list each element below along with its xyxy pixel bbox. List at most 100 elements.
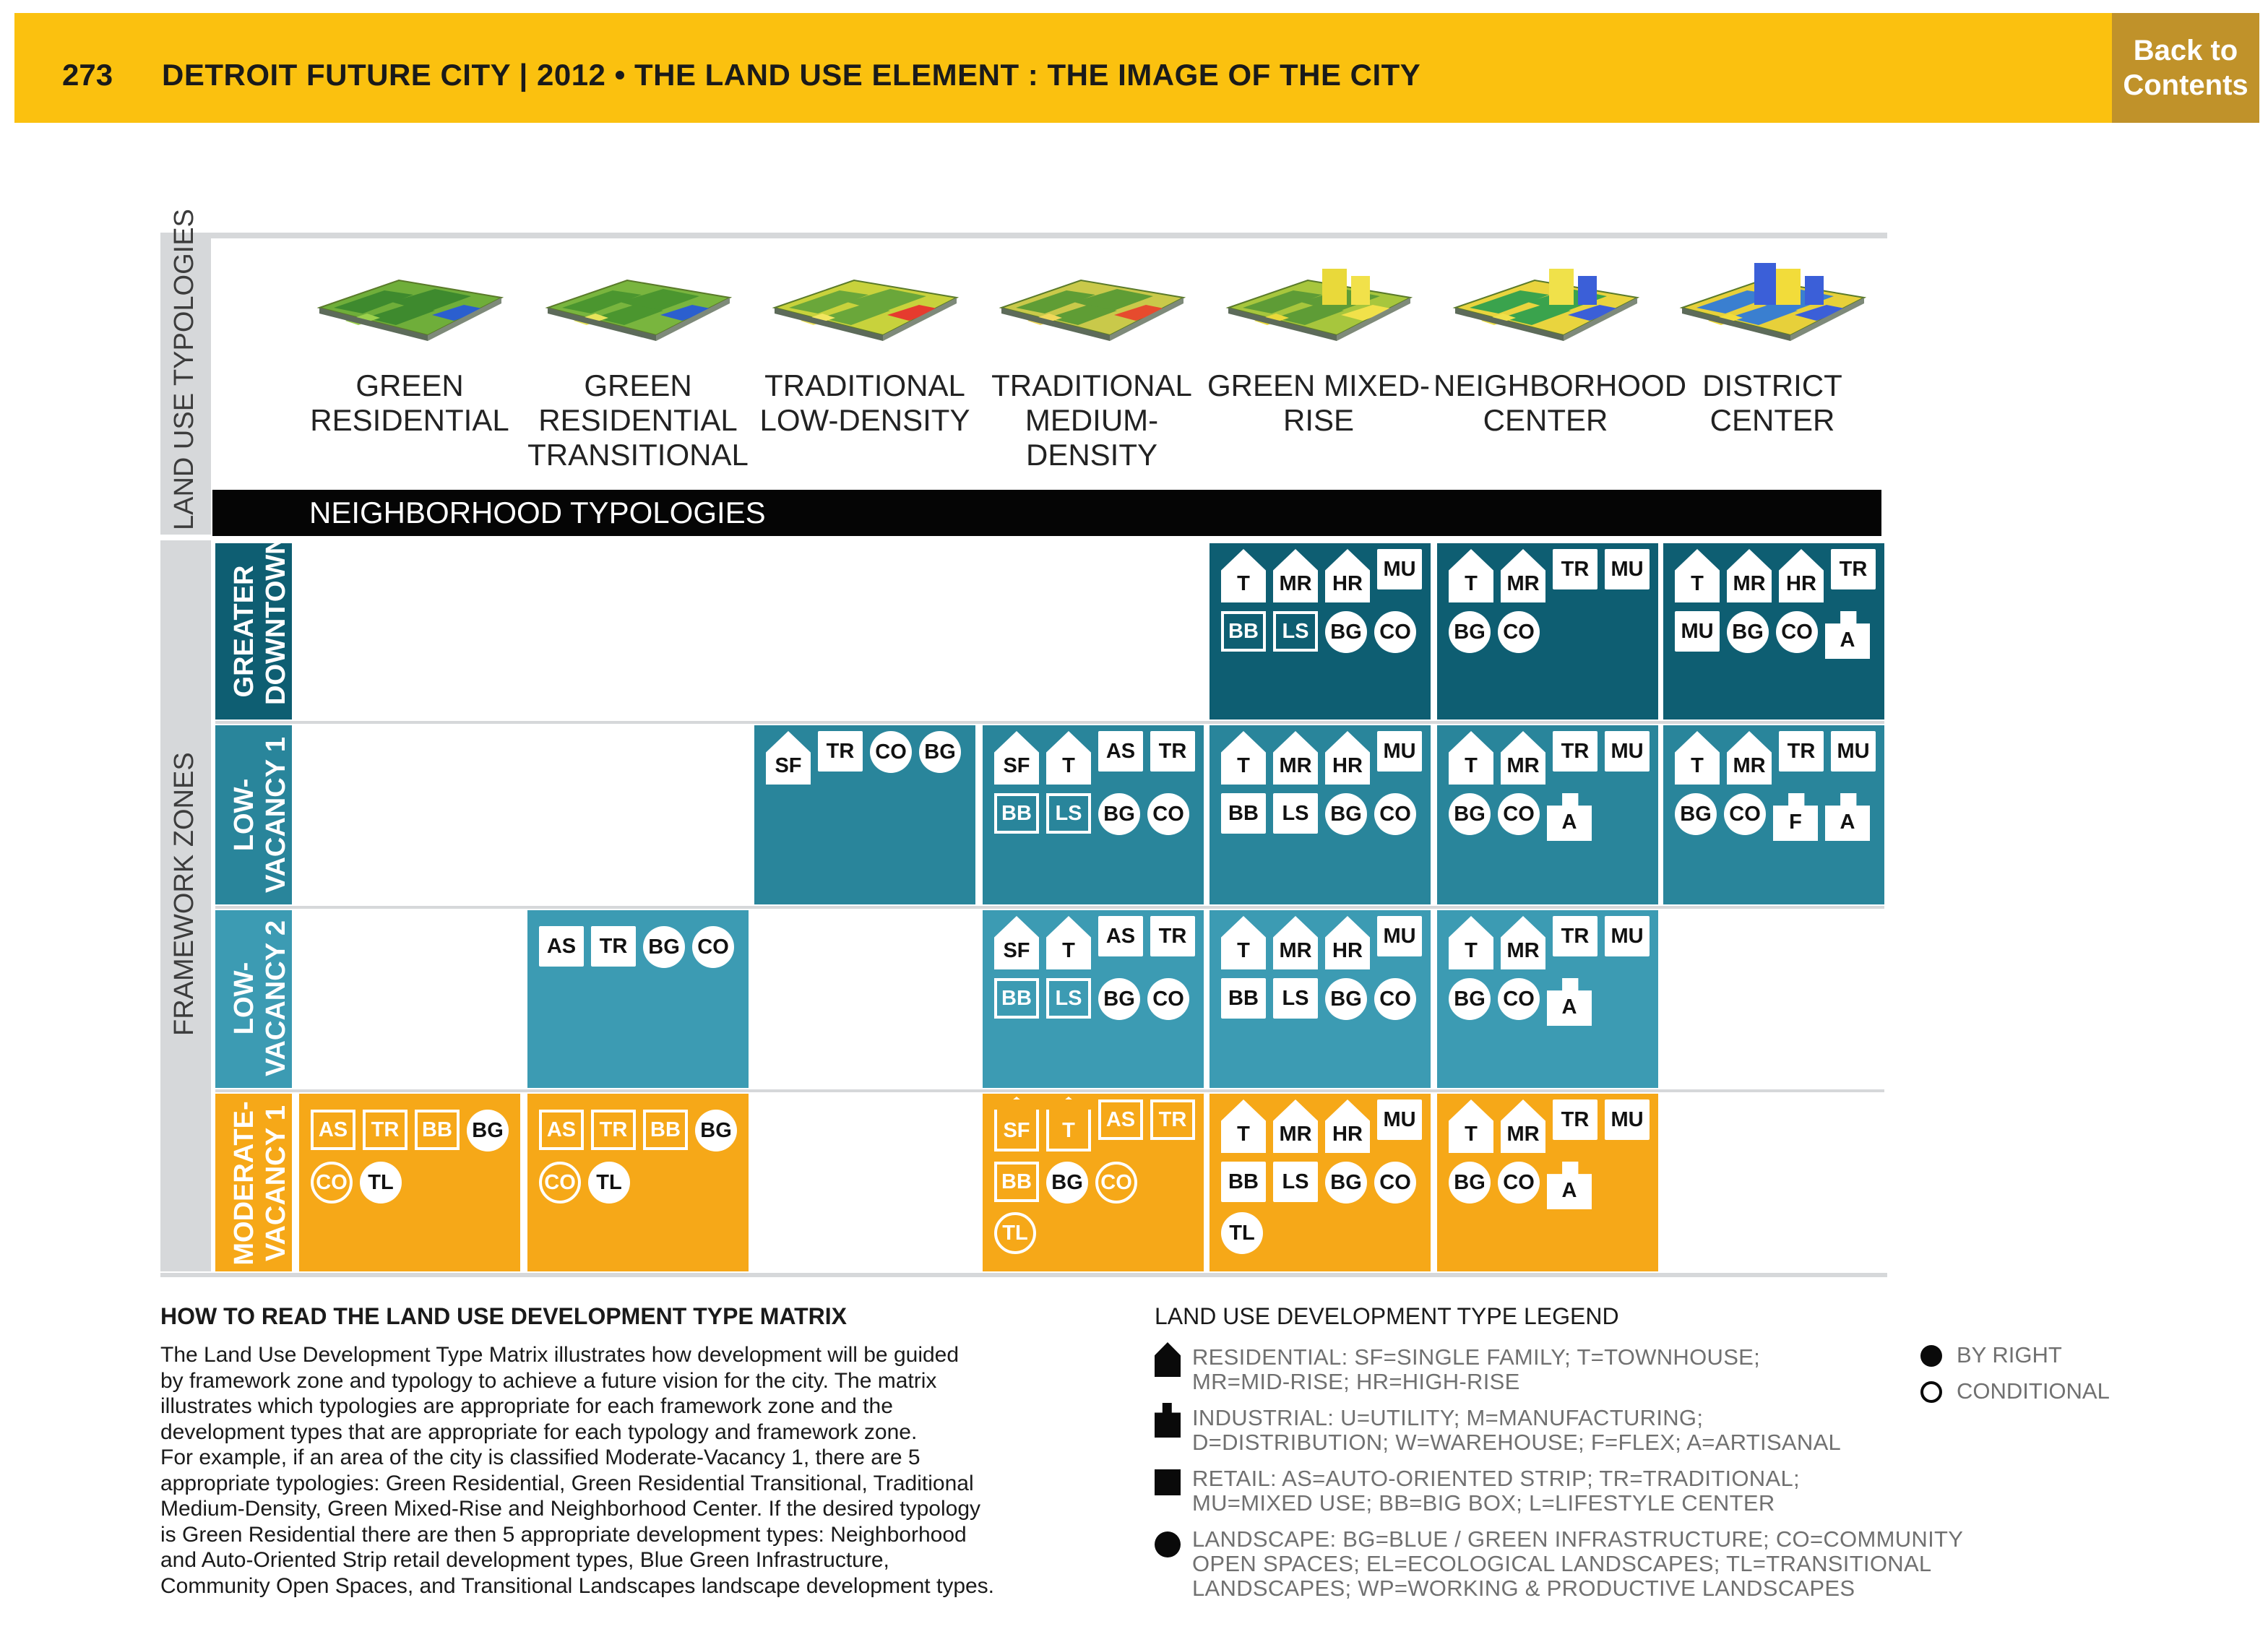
landscape-badge: CO [1498, 793, 1540, 835]
landscape-badge: TL [360, 1162, 402, 1204]
residential-badge: T [1046, 916, 1091, 969]
retail-badge: MU [1377, 916, 1422, 956]
retail-badge: MU [1605, 731, 1650, 772]
residential-badge: MR [1501, 916, 1545, 969]
legend-line: LANDSCAPE: BG=BLUE / GREEN INFRASTRUCTUR… [1192, 1526, 1964, 1552]
back-to-contents-button[interactable]: Back to Contents [2112, 13, 2259, 123]
landscape-badge: BG [1325, 793, 1367, 835]
landscape-badge: BG [1098, 978, 1140, 1020]
land-use-typologies-label: LAND USE TYPOLOGIES [169, 209, 199, 530]
industrial-badge: A [1547, 978, 1592, 1026]
retail-conditional-badge: TR [363, 1110, 408, 1150]
conditional-label: CONDITIONAL [1957, 1378, 2110, 1404]
legend-residential: RESIDENTIAL: SF=SINGLE FAMILY; T=TOWNHOU… [1192, 1345, 1965, 1394]
legend-heading: LAND USE DEVELOPMENT TYPE LEGEND [1155, 1303, 1619, 1329]
badge-row: TL [1221, 1212, 1263, 1254]
retail-badge: BB [1221, 978, 1266, 1019]
retail-badge: MU [1377, 1099, 1422, 1140]
landscape-badge: TL [1221, 1212, 1263, 1254]
column-name-line: RESIDENTIAL [538, 403, 738, 437]
retail-badge: MU [1605, 1099, 1650, 1140]
house-icon [1155, 1342, 1181, 1377]
filled-dot-icon [1920, 1345, 1942, 1367]
landscape-conditional-badge: CO [539, 1162, 581, 1204]
column-name-line: GREEN [584, 368, 692, 402]
back-button-line-2: Contents [2123, 69, 2248, 101]
howto-line: Community Open Spaces, and Transitional … [160, 1573, 995, 1598]
legend-landscape: LANDSCAPE: BG=BLUE / GREEN INFRASTRUCTUR… [1192, 1527, 1965, 1601]
landscape-conditional-badge: TL [994, 1212, 1036, 1254]
residential-badge: MR [1727, 549, 1772, 602]
industrial-icon [1155, 1403, 1181, 1438]
residential-badge: T [1046, 731, 1091, 785]
howto-heading: HOW TO READ THE LAND USE DEVELOPMENT TYP… [160, 1303, 847, 1329]
row-label-line: VACANCY 2 [261, 920, 291, 1077]
column-name-line: LOW-DENSITY [759, 403, 970, 437]
landscape-badge: BG [1325, 978, 1367, 1020]
landscape-badge: BG [1449, 1162, 1491, 1204]
residential-badge: T [1221, 1099, 1266, 1153]
residential-badge: T [1221, 549, 1266, 602]
residential-badge: MR [1273, 1099, 1318, 1153]
retail-badge: AS [1098, 916, 1143, 956]
row-divider [215, 721, 1884, 724]
legend-line: RESIDENTIAL: SF=SINGLE FAMILY; T=TOWNHOU… [1192, 1344, 1761, 1370]
row-label-line: GREATER [229, 565, 259, 698]
howto-line: development types that are appropriate f… [160, 1420, 918, 1444]
industrial-badge: A [1825, 793, 1870, 841]
residential-badge: T [1449, 1099, 1493, 1153]
retail-badge: LS [1273, 978, 1318, 1019]
landscape-badge: BG [1098, 793, 1140, 835]
square-icon [1155, 1469, 1181, 1495]
column-name-line: TRANSITIONAL [527, 438, 749, 472]
landscape-badge: CO [1374, 1162, 1416, 1204]
framework-zones-rail: FRAMEWORK ZONES [160, 540, 211, 1271]
retail-conditional-badge: LS [1046, 793, 1091, 834]
landscape-badge: CO [1498, 611, 1540, 653]
row-divider [215, 1089, 1884, 1092]
retail-conditional-badge: BB [994, 1162, 1039, 1202]
row-label-line: LOW- [229, 778, 259, 852]
legend-retail: RETAIL: AS=AUTO-ORIENTED STRIP; TR=TRADI… [1192, 1466, 1965, 1516]
legend-line: D=DISTRIBUTION; W=WAREHOUSE; F=FLEX; A=A… [1192, 1430, 1842, 1455]
by-right-label: BY RIGHT [1957, 1342, 2062, 1367]
residential-conditional-badge: SF [994, 1110, 1039, 1151]
retail-badge: TR [818, 731, 863, 772]
residential-badge: MR [1501, 731, 1545, 785]
legend-line: MU=MIXED USE; BB=BIG BOX; L=LIFESTYLE CE… [1192, 1490, 1775, 1516]
row-label-text: MODERATE- VACANCY 1 [228, 1099, 292, 1267]
matrix-top-rule [160, 233, 1887, 238]
landscape-badge: CO [1498, 1162, 1540, 1204]
matrix-bottom-rule [160, 1273, 1887, 1277]
industrial-badge: F [1773, 793, 1818, 841]
aerial-illustration [999, 279, 1186, 341]
landscape-badge: BG [1449, 978, 1491, 1020]
page-number: 273 [62, 58, 113, 92]
landscape-badge: CO [1374, 793, 1416, 835]
residential-badge: MR [1273, 549, 1318, 602]
retail-badge: TR [1779, 731, 1824, 772]
retail-badge: MU [1377, 549, 1422, 589]
landscape-badge: CO [1147, 793, 1189, 835]
landscape-badge: TL [588, 1162, 630, 1204]
